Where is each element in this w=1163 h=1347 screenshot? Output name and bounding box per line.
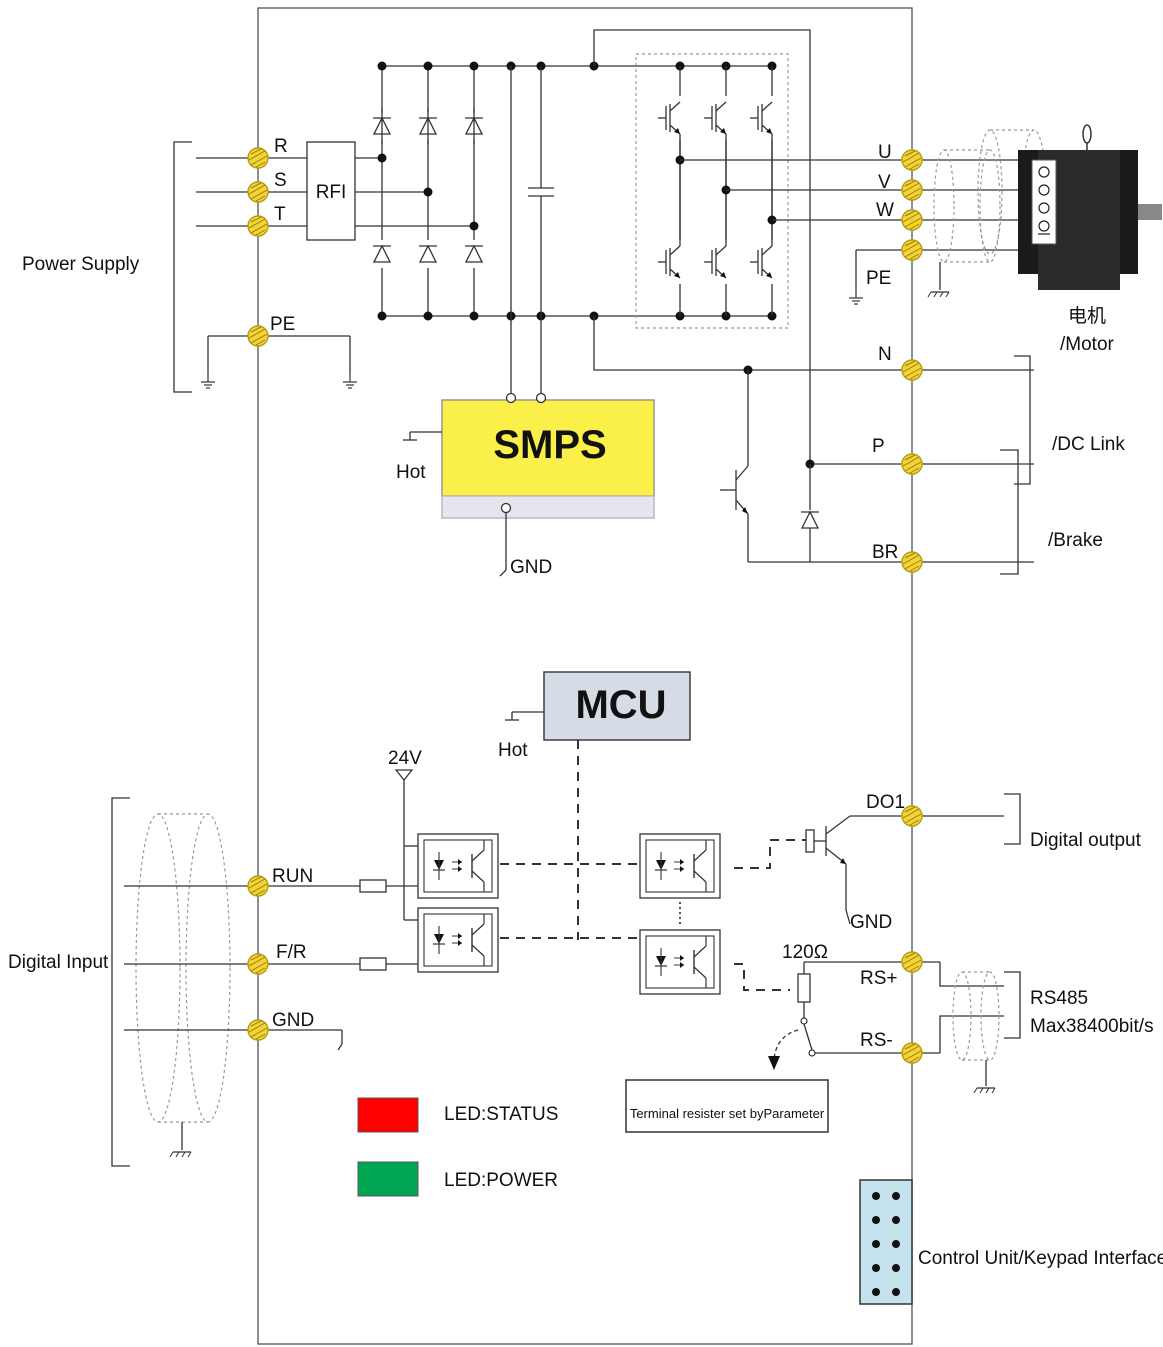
label-rs-plus: RS+ bbox=[860, 968, 898, 989]
motor bbox=[1018, 124, 1162, 290]
dc-link-bracket bbox=[1014, 355, 1031, 485]
label-pe-in: PE bbox=[270, 314, 295, 335]
supply-24v-label: 24V bbox=[388, 748, 422, 769]
fr-optocoupler bbox=[417, 907, 499, 973]
terminal-di-gnd[interactable] bbox=[247, 1019, 269, 1041]
label-br: BR bbox=[872, 542, 898, 563]
brake-bracket bbox=[1000, 449, 1019, 575]
terminal-rs-minus[interactable] bbox=[901, 1042, 923, 1064]
rs485-bracket bbox=[1004, 971, 1021, 1039]
dc-link-label: /DC Link bbox=[1052, 434, 1125, 455]
termination-resistor bbox=[797, 973, 811, 1003]
do-output-resistor bbox=[805, 829, 815, 853]
label-v: V bbox=[878, 172, 891, 193]
do-gnd-label: GND bbox=[850, 912, 892, 933]
mcu-hot-label: Hot bbox=[498, 740, 528, 761]
motor-label-en: /Motor bbox=[1060, 334, 1115, 355]
label-p: P bbox=[872, 436, 885, 457]
keypad-label: Control Unit/Keypad Interface bbox=[918, 1248, 1163, 1269]
digital-output-label: Digital output bbox=[1030, 830, 1142, 851]
smps-gnd-label: GND bbox=[510, 557, 552, 578]
label-w: W bbox=[876, 200, 894, 221]
smps-block bbox=[441, 399, 655, 519]
label-pe-out: PE bbox=[866, 268, 891, 289]
terminal-t[interactable] bbox=[247, 215, 269, 237]
led-status-label: LED:STATUS bbox=[444, 1104, 558, 1125]
led-power-indicator bbox=[357, 1161, 419, 1197]
terminal-u[interactable] bbox=[901, 149, 923, 171]
label-s: S bbox=[274, 170, 287, 191]
rectifier-bridge bbox=[372, 66, 484, 316]
mcu-block bbox=[543, 671, 691, 741]
terminal-pe-out[interactable] bbox=[901, 239, 923, 261]
mcu-title: MCU bbox=[575, 683, 666, 727]
rfi-label: RFI bbox=[316, 182, 347, 203]
termination-note: Terminal resister set byParameter bbox=[630, 1106, 825, 1121]
digital-input-bracket bbox=[111, 797, 130, 1167]
power-supply-label: Power Supply bbox=[22, 254, 140, 275]
label-fr: F/R bbox=[276, 942, 307, 963]
termination-note-box bbox=[625, 1079, 829, 1133]
drive-enclosure bbox=[257, 7, 913, 1345]
motor-label-cn: 电机 bbox=[1068, 305, 1106, 327]
label-run: RUN bbox=[272, 866, 313, 887]
brake-chopper-transistor bbox=[720, 465, 749, 515]
run-input-resistor bbox=[359, 879, 387, 893]
digital-input-label: Digital Input bbox=[8, 952, 109, 973]
terminal-fr[interactable] bbox=[247, 953, 269, 975]
label-n: N bbox=[878, 344, 892, 365]
label-u: U bbox=[878, 142, 892, 163]
led-status-indicator bbox=[357, 1097, 419, 1133]
label-di-gnd: GND bbox=[272, 1010, 314, 1031]
terminal-v[interactable] bbox=[901, 179, 923, 201]
termination-switch bbox=[803, 1023, 813, 1051]
terminal-br[interactable] bbox=[901, 551, 923, 573]
power-supply-bracket bbox=[173, 141, 192, 393]
keypad-connector[interactable] bbox=[859, 1179, 913, 1305]
label-rs-minus: RS- bbox=[860, 1030, 893, 1051]
brake-label: /Brake bbox=[1048, 530, 1103, 551]
smps-title: SMPS bbox=[493, 423, 606, 467]
led-power-label: LED:POWER bbox=[444, 1170, 558, 1191]
rs485-resistor-label: 120Ω bbox=[782, 942, 828, 963]
rs485-optocoupler bbox=[639, 929, 721, 995]
label-r: R bbox=[274, 136, 288, 157]
terminal-s[interactable] bbox=[247, 181, 269, 203]
label-t: T bbox=[274, 204, 286, 225]
do-optocoupler bbox=[639, 833, 721, 899]
terminal-rs-plus[interactable] bbox=[901, 951, 923, 973]
terminal-pe-in[interactable] bbox=[247, 325, 269, 347]
terminal-n[interactable] bbox=[901, 359, 923, 381]
terminal-r[interactable] bbox=[247, 147, 269, 169]
terminal-w[interactable] bbox=[901, 209, 923, 231]
rs485-label-line2: Max38400bit/s bbox=[1030, 1016, 1154, 1037]
brake-diode bbox=[800, 511, 820, 529]
terminal-p[interactable] bbox=[901, 453, 923, 475]
digital-output-bracket bbox=[1004, 793, 1021, 845]
terminal-run[interactable] bbox=[247, 875, 269, 897]
inverter-bridge bbox=[650, 66, 778, 316]
rs485-label-line1: RS485 bbox=[1030, 988, 1088, 1009]
fr-input-resistor bbox=[359, 957, 387, 971]
smps-hot-label: Hot bbox=[396, 462, 426, 483]
rfi-filter bbox=[306, 141, 356, 241]
run-optocoupler bbox=[417, 833, 499, 899]
label-do1: DO1 bbox=[866, 792, 905, 813]
inverter-module-outline bbox=[635, 53, 789, 329]
